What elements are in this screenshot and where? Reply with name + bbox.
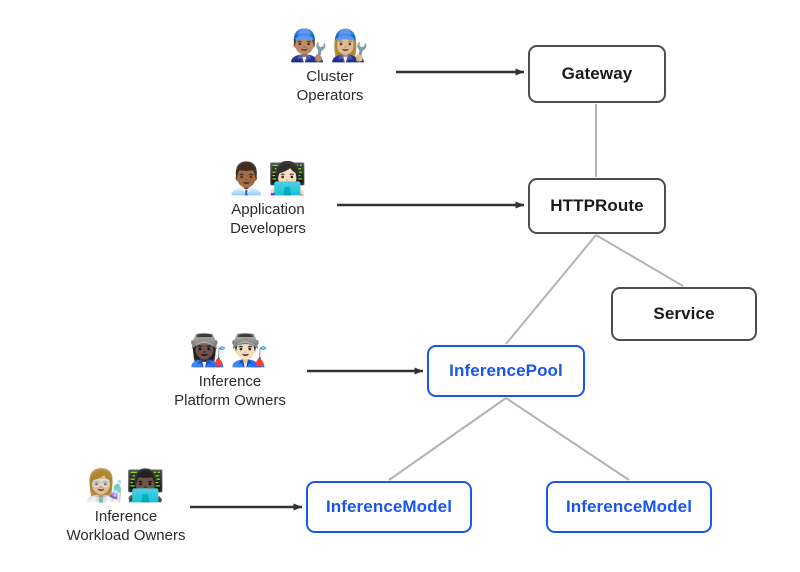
relation-line-inferencepool-model-left — [388, 397, 507, 481]
persona-inference-workload-owners: 👩🏼‍🔬👨🏿‍💻 Inference Workload Owners — [16, 470, 236, 545]
office-worker-icon: 👨🏾‍💼👩🏻‍💻 — [227, 161, 309, 196]
node-label-inferencepool: InferencePool — [449, 360, 563, 380]
relation-line-httproute-inferencepool — [505, 234, 597, 345]
persona-label-application-developers: Application Developers — [230, 201, 306, 238]
relation-line-inferencepool-model-right — [505, 397, 630, 481]
node-label-service: Service — [653, 303, 715, 323]
factory-worker-woman-icon: 👩🏿‍🏭👨🏻‍🏭 — [189, 333, 271, 368]
persona-label-inference-workload-owners: Inference Workload Owners — [66, 508, 186, 545]
node-label-inferencemodel1: InferenceModel — [325, 496, 453, 516]
relation-line-httproute-service — [595, 234, 684, 287]
persona-arrow-group — [190, 68, 525, 511]
persona-application-developers: 👨🏾‍💼👩🏻‍💻 Application Developers — [158, 163, 378, 238]
persona-cluster-operators: 👨🏽‍🔧👩🏼‍🔧 Cluster Operators — [220, 30, 440, 105]
persona-label-cluster-operators: Cluster Operators — [296, 68, 364, 105]
node-service[interactable]: Service — [611, 287, 757, 341]
node-gateway[interactable]: Gateway — [528, 45, 666, 103]
mechanic-man-icon: 👨🏽‍🔧👩🏼‍🔧 — [289, 28, 371, 63]
node-inferencemodel2[interactable]: InferenceModel — [546, 481, 712, 533]
node-label-httproute: HTTPRoute — [550, 195, 644, 215]
node-inferencemodel1[interactable]: InferenceModel — [306, 481, 472, 533]
persona-label-inference-platform-owners: Inference Platform Owners — [174, 373, 286, 410]
node-label-gateway: Gateway — [561, 63, 633, 83]
persona-inference-platform-owners: 👩🏿‍🏭👨🏻‍🏭 Inference Platform Owners — [120, 335, 340, 410]
node-label-inferencemodel2: InferenceModel — [565, 496, 693, 516]
node-inferencepool[interactable]: InferencePool — [427, 345, 585, 397]
scientist-icon: 👩🏼‍🔬👨🏿‍💻 — [85, 468, 167, 503]
node-httproute[interactable]: HTTPRoute — [528, 178, 666, 234]
